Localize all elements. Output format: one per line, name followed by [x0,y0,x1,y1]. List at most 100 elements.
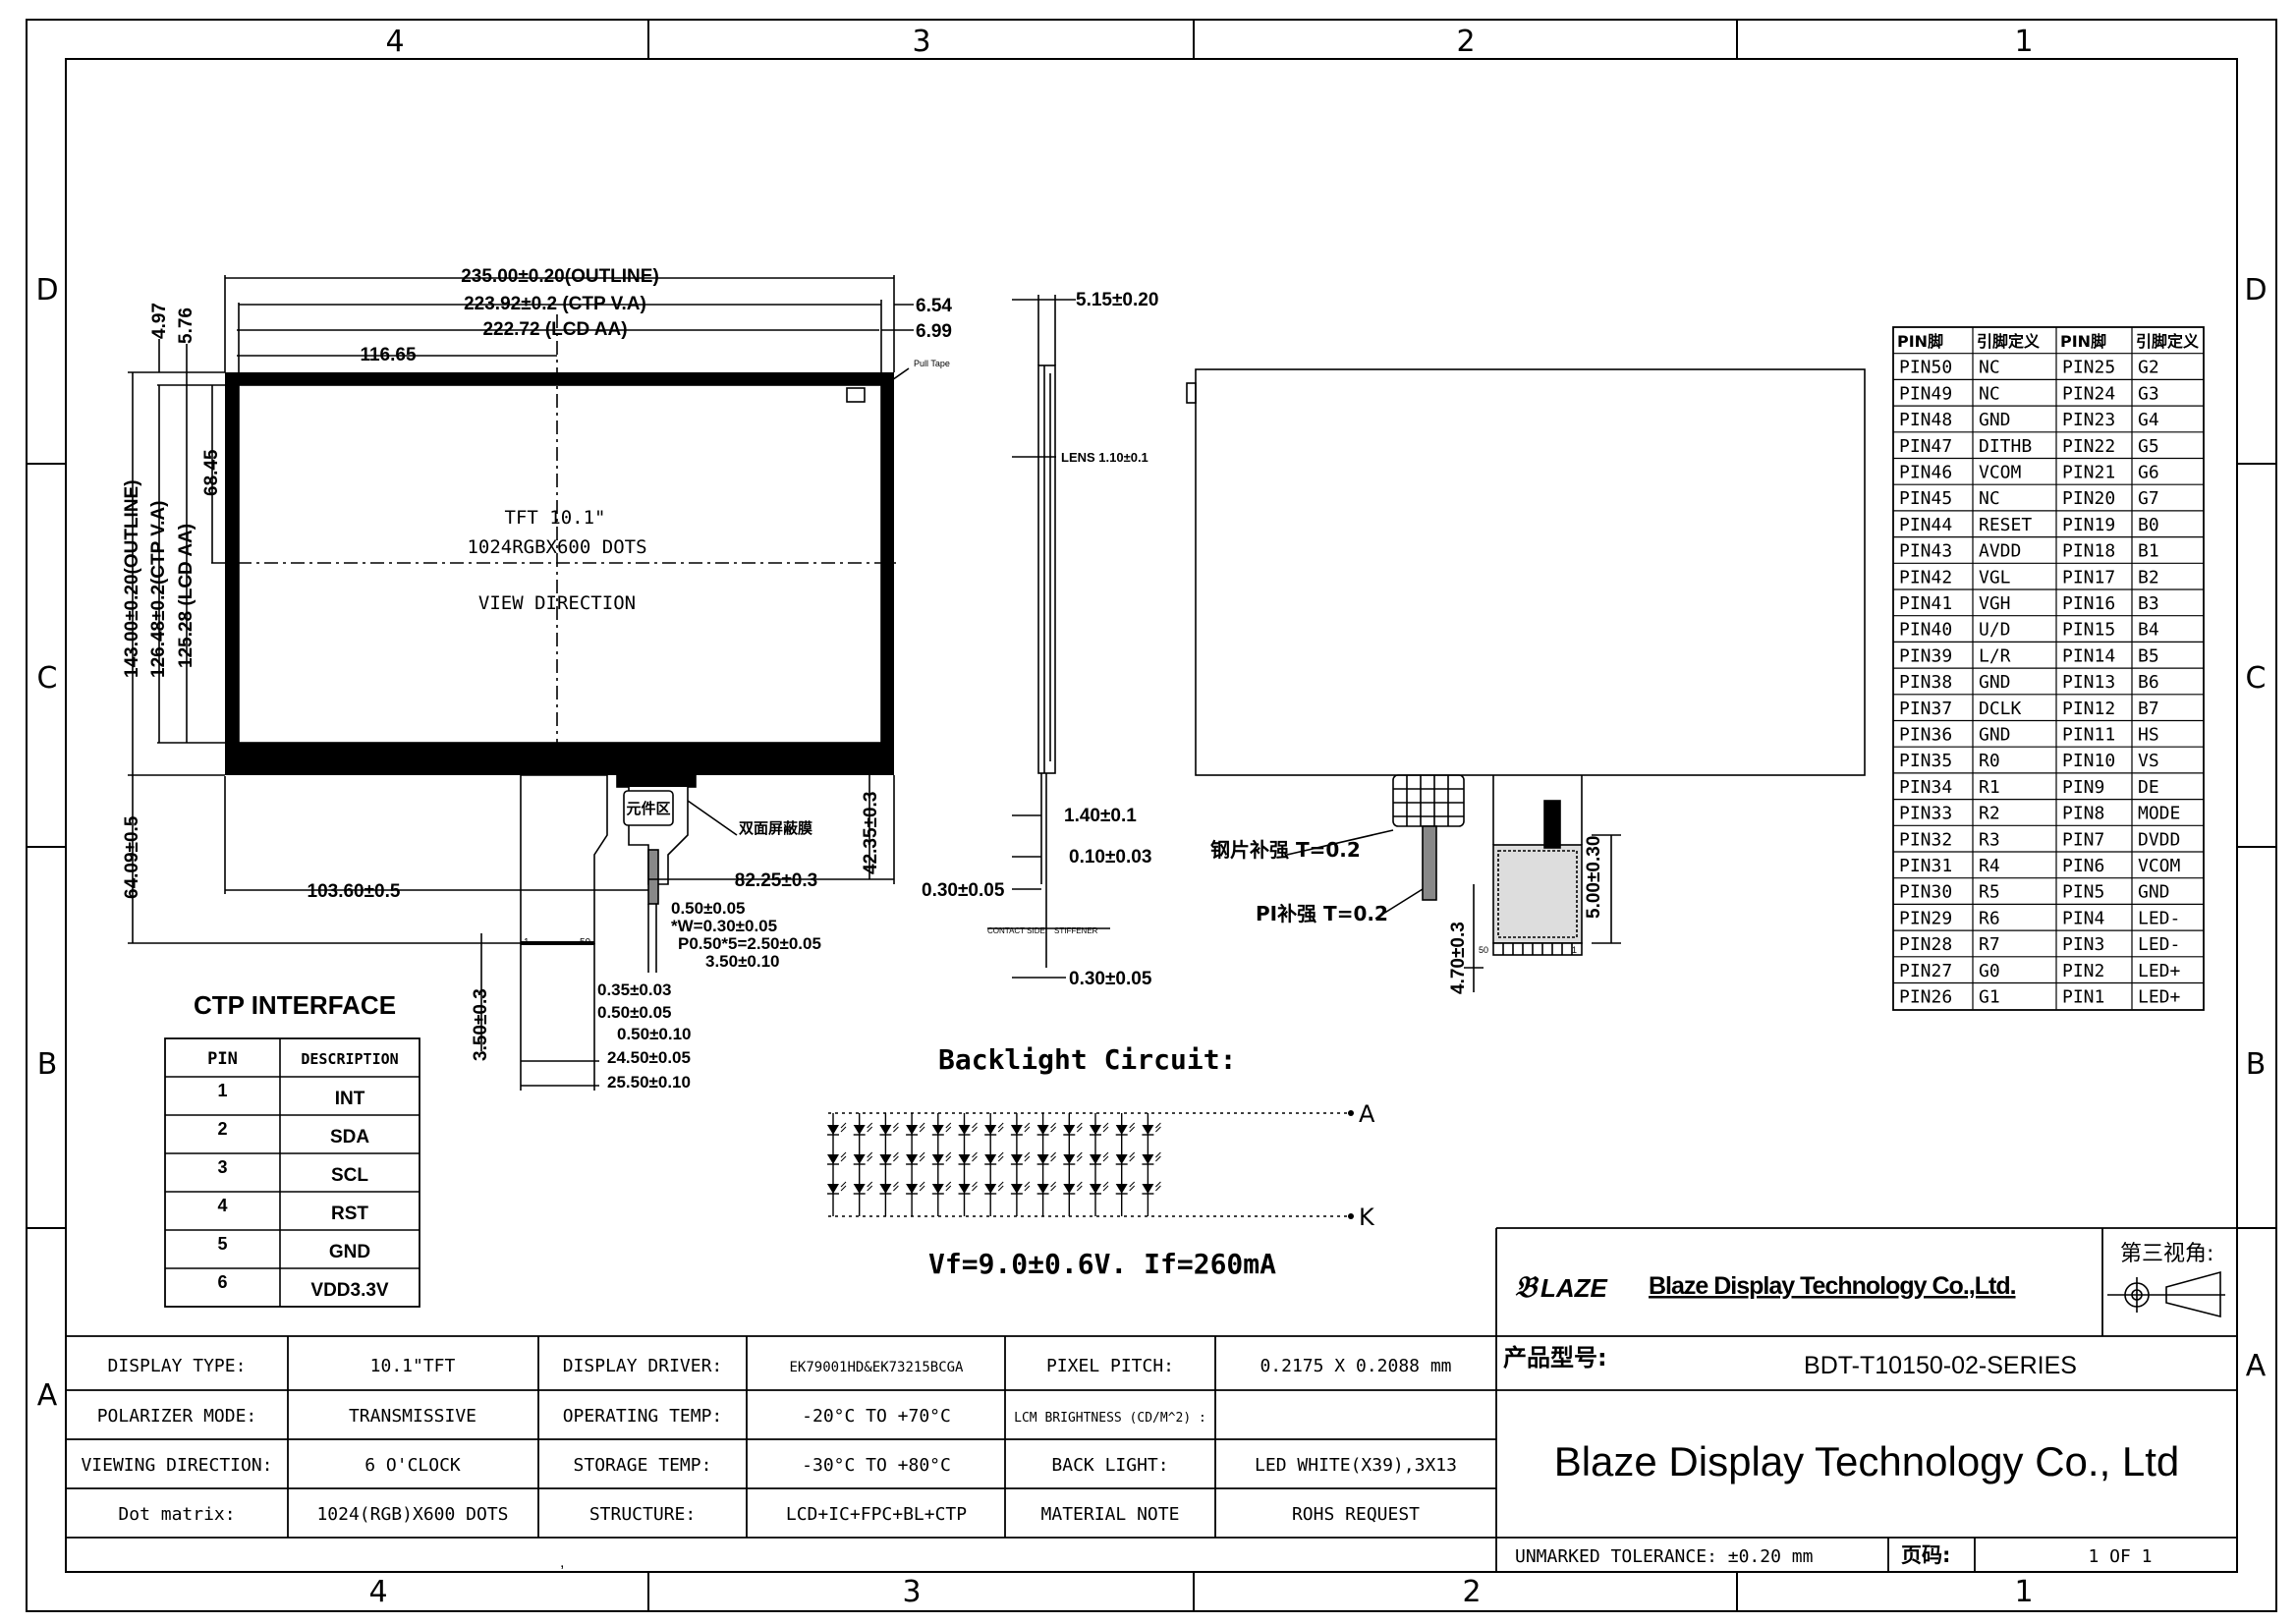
steel-stiffener-label: 钢片补强 T=0.2 [1210,838,1361,862]
title-block-cell: ROHS REQUEST [1292,1504,1420,1525]
pin-table-cell: PIN43 [1899,541,1952,562]
pin-table-cell: R4 [1979,856,2000,876]
led-diode-icon [879,1184,892,1194]
row-label-b-right: B [2246,1047,2267,1082]
backlight-title: Backlight Circuit: [938,1043,1236,1076]
led-diode-icon [1063,1125,1076,1135]
pin-table-cell: G5 [2138,436,2159,457]
led-diode-icon [984,1184,997,1194]
dim-right-b: 6.99 [916,321,952,342]
fpc-pin1-label: 1 [524,937,530,948]
led-diode-icon [1115,1154,1128,1164]
back-dim-b: 5.00±0.30 [1584,836,1604,919]
col-label-3-bottom: 3 [902,1575,921,1609]
led-diode-icon [906,1184,919,1194]
pin-table-cell: PIN31 [1899,856,1952,876]
title-block-cell: 6 O'CLOCK [364,1455,461,1476]
led-diode-icon [958,1125,971,1135]
led-diode-icon [853,1125,866,1135]
ctp-header-description: DESCRIPTION [301,1050,398,1068]
col-label-3-top: 3 [912,25,930,59]
dim-ctp-va-width: 223.92±0.2 (CTP V.A) [464,294,646,314]
pin-table-cell: PIN27 [1899,961,1952,981]
pin-table-cell: PIN4 [2062,908,2104,928]
pin-table-cell: PIN38 [1899,672,1952,693]
front-view: 235.00±0.20(OUTLINE) 223.92±0.2 (CTP V.A… [122,266,952,1092]
title-block-cell: 1024(RGB)X600 DOTS [316,1504,508,1525]
side-dim-b: 0.10±0.03 [1069,847,1151,868]
ctp-pin-description: RST [331,1204,368,1224]
title-block-cell: STRUCTURE: [589,1504,696,1525]
col-label-4-bottom: 4 [368,1575,387,1609]
title-block-cell: 10.1"TFT [370,1356,456,1376]
dim-top-b: 5.76 [176,308,196,344]
anode-label: A [1359,1100,1375,1128]
title-block-cell: -30°C TO +80°C [802,1455,951,1476]
pin-table-cell: VCOM [2138,856,2181,876]
pin-table-cell: PIN11 [2062,725,2115,746]
pin-table-cell: R3 [1979,829,2000,850]
pin-table-cell: PIN34 [1899,777,1952,798]
pin-table-cell: DVDD [2138,829,2180,850]
pin-table-cell: PIN36 [1899,725,1952,746]
contact-side-label: CONTACT SIDE [987,926,1045,935]
pin-table-cell: U/D [1979,620,2011,641]
pin-table-cell: VGH [1979,593,2011,614]
back-dim-a: 4.70±0.3 [1448,922,1469,994]
model-label: 产品型号: [1503,1344,1607,1372]
pin-table-cell: L/R [1979,645,2011,666]
pin-table-cell: G1 [1979,987,2000,1008]
ctp-pin-number: 3 [217,1157,227,1177]
led-diode-icon [931,1154,944,1164]
shield-film-label: 双面屏蔽膜 [739,819,812,837]
backlight-circuit: Backlight Circuit: A K Vf=9.0±0.6V. If=2… [827,1043,1375,1280]
back-view: 钢片补强 T=0.2 PI补强 T=0.2 4.70±0.3 5.00±0.30… [1186,368,1866,994]
dim-fpc-left: 103.60±0.5 [308,881,401,902]
led-diode-icon [1115,1125,1128,1135]
pin-table-cell: DITHB [1979,436,2032,457]
pin-table-cell: B6 [2138,672,2159,693]
pin-table-cell: PIN17 [2062,567,2115,588]
ctp-pin-description: INT [335,1089,365,1109]
pin-table-cell: B2 [2138,567,2159,588]
dim-center-y: 68.45 [201,449,222,496]
dim-top-a: 4.97 [149,303,170,339]
col-label-2-top: 2 [1456,25,1475,59]
pin-table-cell: PIN26 [1899,987,1952,1008]
dim-ctp-va-height: 126.48±0.2(CTP V.A) [148,501,169,678]
title-block-cell: PIXEL PITCH: [1046,1356,1174,1376]
col-label-1-top: 1 [2014,25,2033,59]
row-label-c-left: C [37,661,58,696]
pin-table-header: PIN脚 [1897,332,1943,351]
pin-table-cell: B0 [2138,515,2159,535]
pin-table-cell: PIN30 [1899,882,1952,903]
pin-table-cell: PIN7 [2062,829,2104,850]
pin-table-cell: PIN32 [1899,829,1952,850]
dim-center-x: 116.65 [360,345,416,365]
dim-lcd-aa-height: 125.28 (LCD AA) [176,524,196,668]
pin-table-cell: PIN49 [1899,383,1952,404]
title-block-cell: POLARIZER MODE: [97,1406,257,1427]
led-diode-icon [906,1154,919,1164]
ctp-header-pin: PIN [207,1049,238,1069]
title-block-cell: -20°C TO +70°C [802,1406,951,1427]
led-diode-icon [958,1154,971,1164]
row-label-b-left: B [37,1047,58,1082]
row-label-a-right: A [2246,1349,2267,1383]
pin-table-cell: LED+ [2138,987,2181,1008]
pin-table-cell: G3 [2138,383,2159,404]
pin-table-cell: PIN12 [2062,699,2115,719]
pin-table-cell: PIN23 [2062,410,2115,430]
pin-table-cell: PIN22 [2062,436,2115,457]
pin-table-cell: PIN19 [2062,515,2115,535]
led-diode-icon [984,1154,997,1164]
pin-table-cell: G6 [2138,463,2159,483]
dim-pitch-4: 3.50±0.10 [705,952,780,971]
side-dim-c: 0.30±0.05 [922,880,1005,901]
company-short: Blaze Display Technology Co.,Ltd. [1649,1272,2016,1300]
led-diode-icon [1036,1154,1049,1164]
pin-table-cell: LED- [2138,934,2180,955]
component-area-label: 元件区 [626,800,670,817]
row-label-d-left: D [35,273,58,308]
